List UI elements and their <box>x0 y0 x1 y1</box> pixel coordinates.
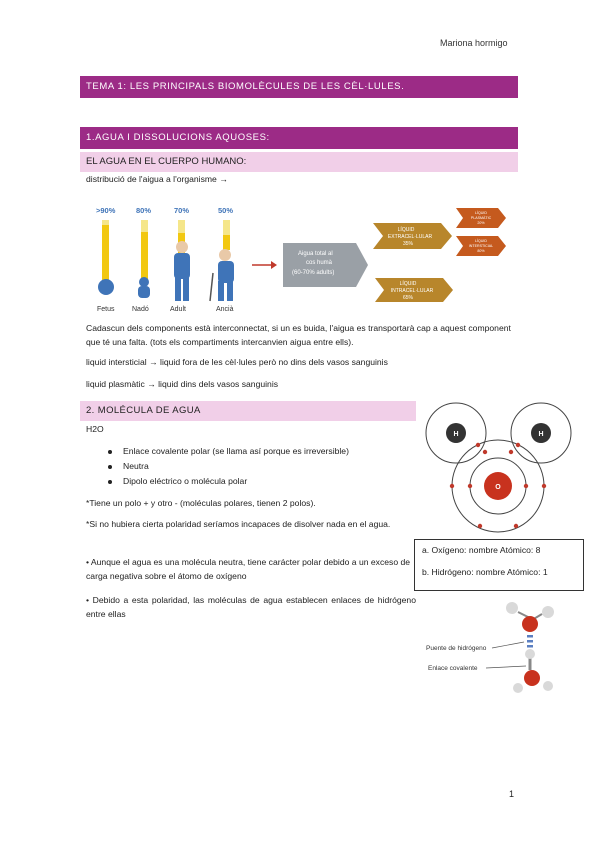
svg-text:(60-70% adults): (60-70% adults) <box>292 270 334 276</box>
section-heading-2: 2. MOLÉCULA DE AGUA <box>80 401 416 421</box>
interstitial-chevron: LÍQUID INTERSTICIAL 80% <box>456 236 506 256</box>
list-item: Enlace covalente polar (se llama así por… <box>86 444 416 459</box>
paragraph-interstitial: liquid intersticial → liquid fora de les… <box>86 357 388 367</box>
intracellular-chevron: LÍQUID INTRACEL·LULAR 65% <box>375 278 453 302</box>
svg-text:20%: 20% <box>477 221 485 225</box>
stage-fetus: >90% Fetus <box>96 206 116 313</box>
stage-percent: 80% <box>136 206 151 215</box>
svg-text:INTERSTICIAL: INTERSTICIAL <box>469 244 493 248</box>
covalent-bond-label: Enlace covalente <box>428 665 478 672</box>
intro-text: distribució de l'aigua a l'organisme → <box>86 174 228 184</box>
water-level-fill <box>223 235 230 250</box>
svg-text:EXTRACEL·LULAR: EXTRACEL·LULAR <box>388 234 433 240</box>
hydrogen-atom-icon <box>542 606 554 618</box>
water-level-fill <box>141 232 148 282</box>
adult-figure <box>176 241 188 253</box>
oxygen-atom-icon <box>524 670 540 686</box>
hydrogen-atom-icon <box>506 602 518 614</box>
paragraph-plasma: liquid plasmàtic → liquid dins dels vaso… <box>86 379 279 389</box>
subsection-heading: EL AGUA EN EL CUERPO HUMANO: <box>80 152 518 172</box>
elderly-figure <box>219 249 231 261</box>
paragraph-interconnected: Cadascun dels components està interconne… <box>86 323 511 347</box>
hydrogen-shell <box>510 402 572 464</box>
svg-text:PLASMÀTIC: PLASMÀTIC <box>471 216 492 220</box>
svg-text:H: H <box>538 431 543 438</box>
cane-icon <box>209 272 214 302</box>
fetus-figure <box>98 279 114 295</box>
water-molecule-diagram: H H O <box>425 402 572 533</box>
stage-label: Ancià <box>216 306 234 313</box>
water-level-fill <box>102 225 109 282</box>
stage-percent: >90% <box>96 206 116 215</box>
hydrogen-bond-diagram: Puente de hidrógeno Enlace covalente <box>426 602 554 693</box>
svg-text:Aigua total al: Aigua total al <box>298 251 333 257</box>
water-distribution-figure: >90% Fetus 80% Nadó 70% Adult 50% Ancià <box>96 206 506 313</box>
list-item: Dipolo eléctrico o molécula polar <box>86 474 416 489</box>
newborn-figure <box>139 277 149 287</box>
atomic-number-box: a. Oxígeno: nombre Atómico: 8 b. Hidróge… <box>414 539 584 591</box>
stage-percent: 70% <box>174 206 189 215</box>
hydrogen-atomic-number: b. Hidrógeno: nombre Atómico: 1 <box>422 567 548 577</box>
author-name: Mariona hormigo <box>440 38 508 48</box>
hydrogen-bond-label: Puente de hidrógeno <box>426 645 487 652</box>
formula: H2O <box>86 424 104 434</box>
hydrogen-atom-icon <box>525 649 535 659</box>
electron-dots <box>449 442 547 529</box>
total-water-box: Aigua total al cos humà (60-70% adults) <box>283 243 368 287</box>
svg-text:LÍQUID: LÍQUID <box>400 280 417 287</box>
red-arrow-icon <box>252 261 277 269</box>
page-title: TEMA 1: LES PRINCIPALS BIOMOLÈCULES DE L… <box>80 76 518 98</box>
svg-text:35%: 35% <box>403 241 414 247</box>
hydrogen-bond-dashes <box>527 635 533 648</box>
hydrogen-atom-icon <box>513 683 523 693</box>
page-number: 1 <box>509 789 515 799</box>
plasma-chevron: LÍQUID PLASMÀTIC 20% <box>456 208 506 228</box>
svg-text:O: O <box>495 484 501 491</box>
svg-text:65%: 65% <box>403 295 414 301</box>
stage-elderly: 50% Ancià <box>209 206 234 313</box>
hydrogen-atom-icon <box>531 423 551 443</box>
oxygen-atom-icon <box>522 616 538 632</box>
hydrogen-atom-icon <box>543 681 553 691</box>
list-item: Neutra <box>86 459 416 474</box>
note-poles: *Tiene un polo + y otro - (moléculas pol… <box>86 498 316 508</box>
svg-text:LÍQUID: LÍQUID <box>398 226 415 233</box>
section-heading-1: 1.AGUA I DISSOLUCIONS AQUOSES: <box>80 127 518 149</box>
oxygen-atom-icon <box>484 472 512 500</box>
stage-label: Adult <box>170 306 186 313</box>
property-list: Enlace covalente polar (se llama así por… <box>86 444 416 489</box>
stage-percent: 50% <box>218 206 233 215</box>
oxygen-atomic-number: a. Oxígeno: nombre Atómico: 8 <box>422 545 541 555</box>
note-neutral: • Aunque el agua es una molécula neutra,… <box>86 557 411 581</box>
stage-newborn: 80% Nadó <box>132 206 151 313</box>
stage-label: Nadó <box>132 306 149 313</box>
note-hydrogen-bonds: • Debido a esta polaridad, las moléculas… <box>86 595 416 619</box>
stage-adult: 70% Adult <box>170 206 190 313</box>
hydrogen-shell <box>425 402 487 464</box>
note-polarity: *Si no hubiera cierta polaridad seríamos… <box>86 519 391 529</box>
svg-text:INTRACEL·LULAR: INTRACEL·LULAR <box>391 288 434 294</box>
svg-text:LÍQUID: LÍQUID <box>475 239 487 243</box>
svg-text:H: H <box>453 431 458 438</box>
svg-text:LÍQUID: LÍQUID <box>475 211 487 215</box>
svg-text:80%: 80% <box>477 249 485 253</box>
hydrogen-atom-icon <box>446 423 466 443</box>
extracellular-chevron: LÍQUID EXTRACEL·LULAR 35% <box>373 223 452 249</box>
stage-label: Fetus <box>97 306 115 313</box>
svg-text:cos humà: cos humà <box>306 260 333 266</box>
